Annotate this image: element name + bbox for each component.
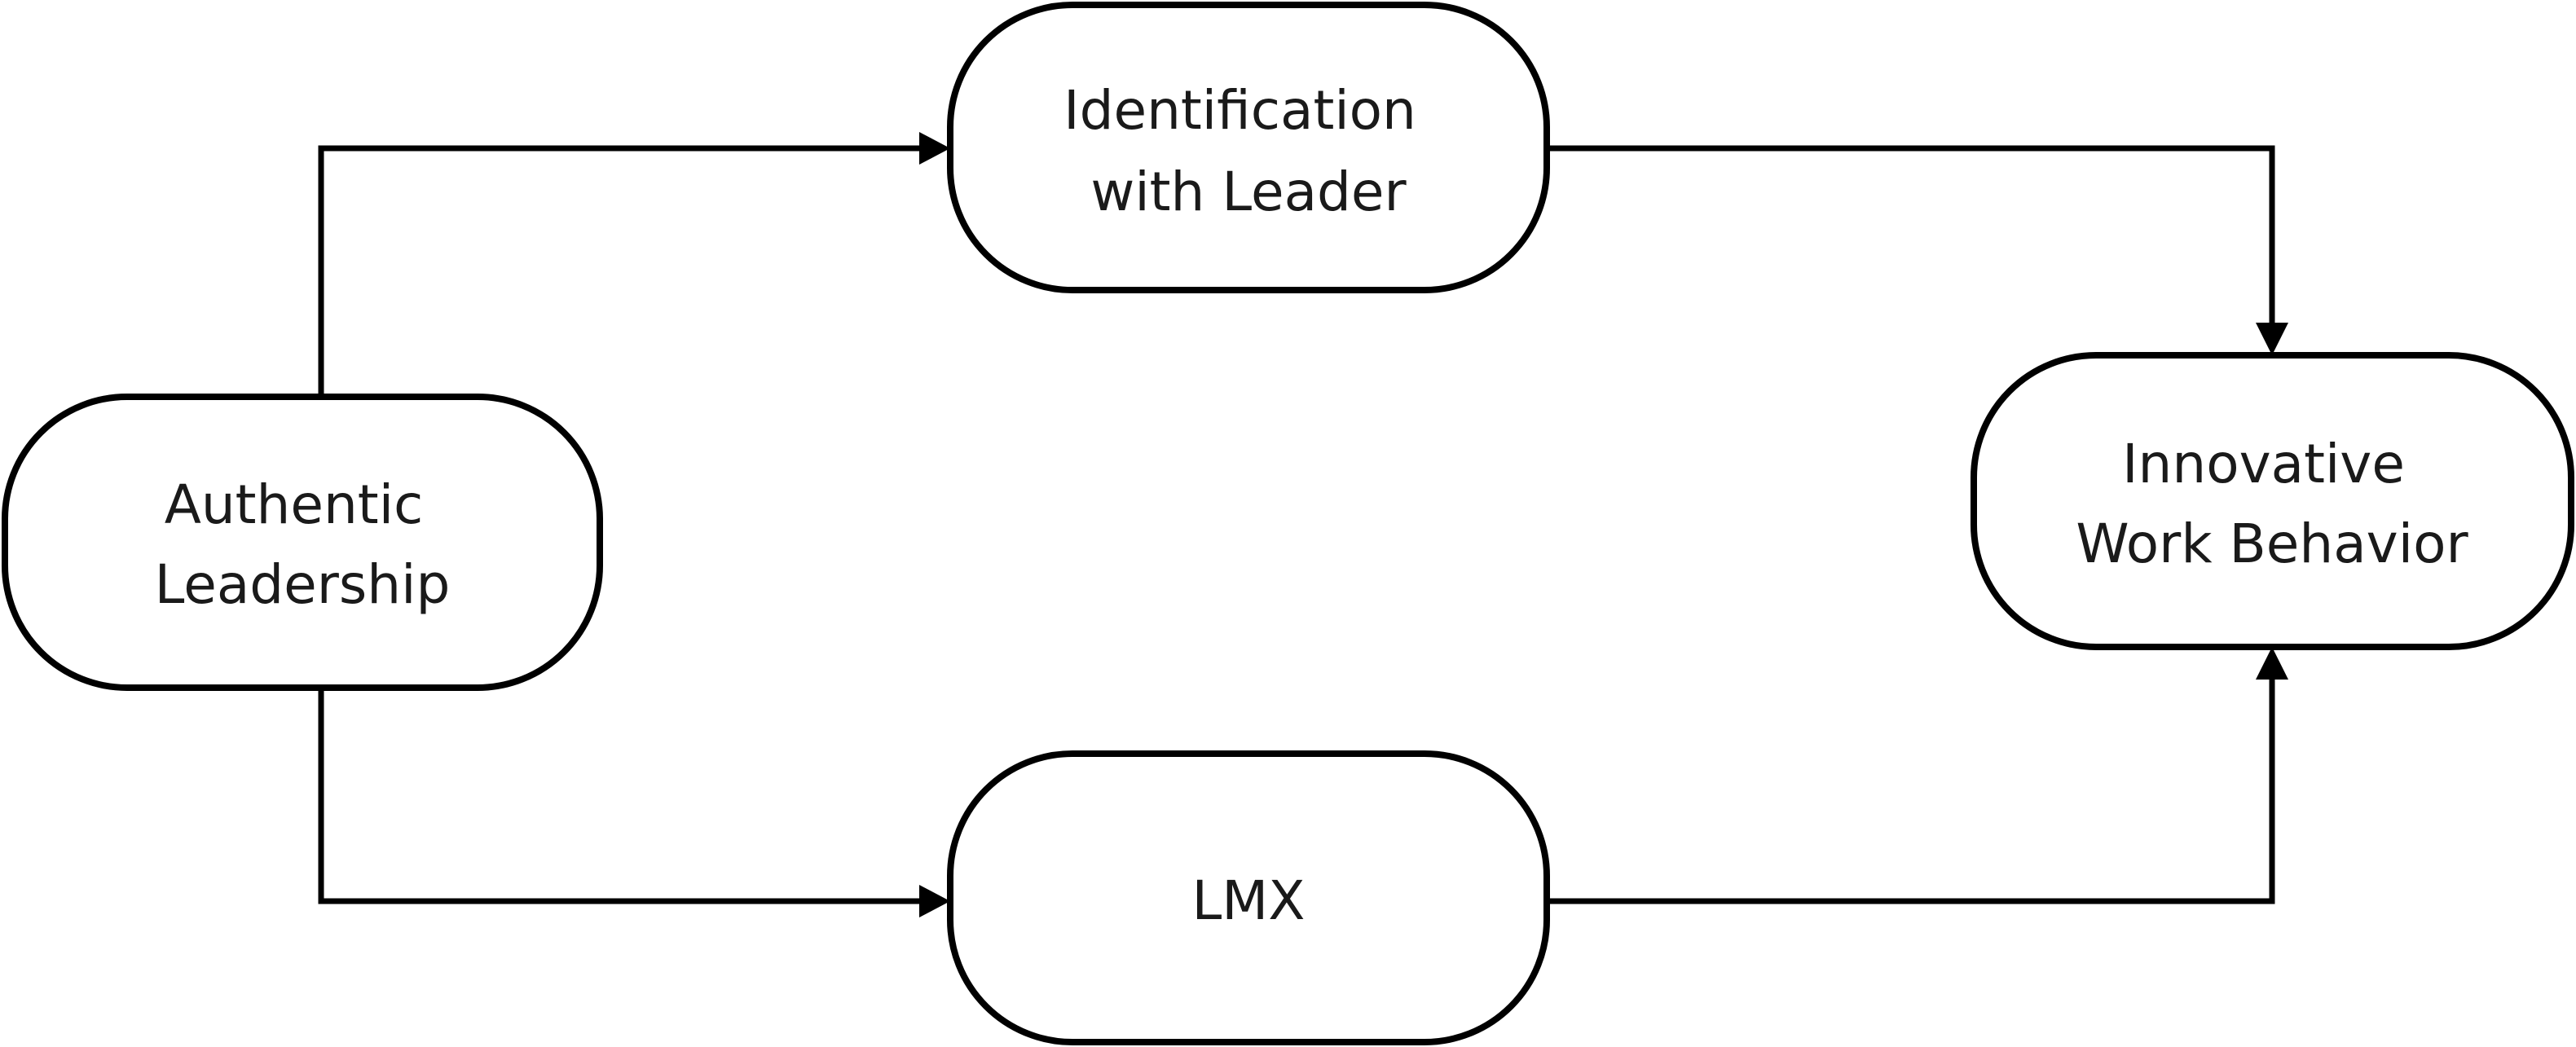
node-label-line2: Work Behavior (2076, 513, 2468, 575)
edge-lmx-to-innovative (1547, 647, 2288, 904)
node-label: Innovative Work Behavior (2076, 433, 2468, 575)
edge-line (318, 145, 921, 397)
arrowhead-icon (919, 132, 950, 165)
node-label: LMX (1192, 869, 1306, 932)
node-label-line1: LMX (1192, 869, 1306, 932)
edge-line (1547, 678, 2275, 904)
node-label: Identification with Leader (1063, 79, 1433, 223)
edge-line (318, 688, 921, 904)
edge-authentic-to-identification (318, 132, 950, 397)
node-box (947, 2, 1550, 293)
node-authentic-leadership: Authentic Leadership (2, 394, 603, 691)
arrowhead-icon (2256, 323, 2288, 355)
arrowhead-icon (919, 885, 950, 917)
node-label-line1: Authentic (165, 473, 424, 536)
node-label-line2: Leadership (155, 553, 451, 616)
node-label-line1: Innovative (2122, 433, 2405, 495)
node-box (1971, 352, 2574, 650)
node-identification-with-leader: Identification with Leader (947, 2, 1550, 293)
node-label-line2: with Leader (1090, 161, 1407, 223)
node-box (947, 750, 1550, 1045)
edge-line (1547, 145, 2275, 324)
node-label: Authentic Leadership (155, 473, 451, 616)
node-innovative-work-behavior: Innovative Work Behavior (1971, 352, 2574, 650)
node-label-line1: Identification (1063, 79, 1416, 142)
edge-authentic-to-lmx (318, 688, 950, 917)
node-box (2, 394, 603, 691)
edge-identification-to-innovative (1547, 145, 2288, 355)
arrowhead-icon (2256, 647, 2288, 680)
node-lmx: LMX (947, 750, 1550, 1045)
connectors (318, 132, 2288, 917)
